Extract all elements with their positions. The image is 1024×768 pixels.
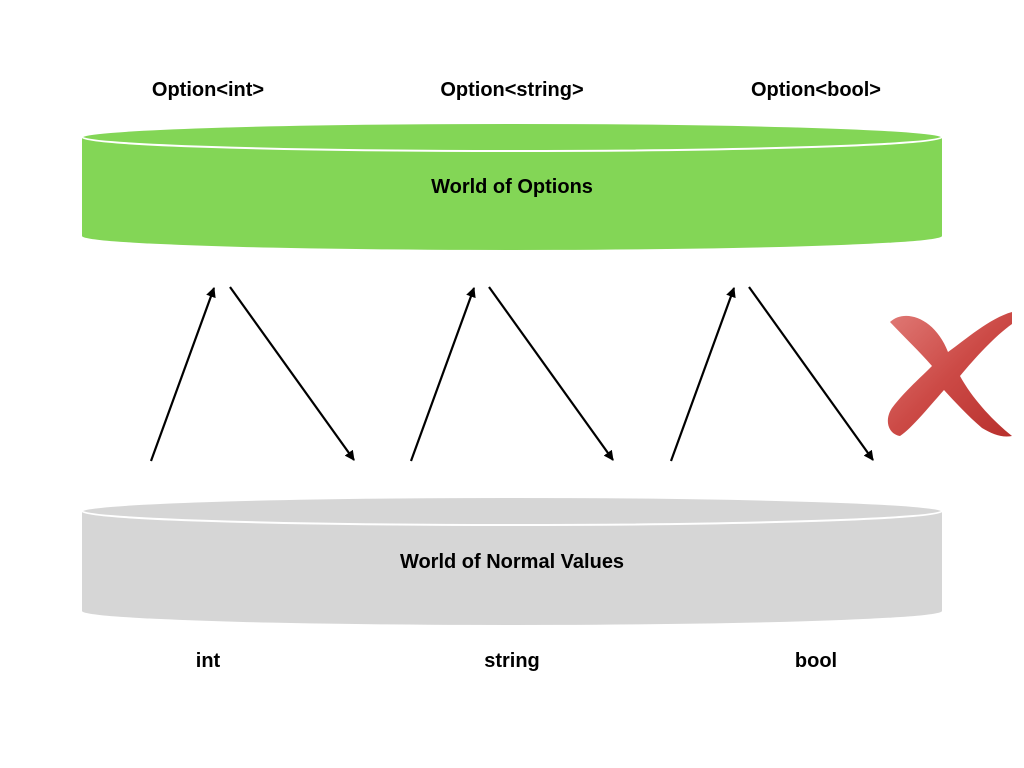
normal-world-label: World of Normal Values (399, 551, 625, 573)
bottom-label-bool: bool (794, 650, 838, 672)
options-world-cylinder (81, 122, 943, 250)
top-label-option-int: Option<int> (151, 79, 265, 101)
top-label-option-bool: Option<bool> (751, 79, 881, 101)
arrows (149, 286, 874, 462)
normal-world-cylinder (81, 496, 943, 625)
options-cylinder-body (82, 137, 942, 250)
options-cylinder-top (81, 122, 943, 152)
normal-cylinder-body (82, 511, 942, 625)
normal-cylinder-top (81, 496, 943, 526)
bottom-label-string: string (484, 650, 540, 672)
bottom-label-int: int (195, 650, 221, 672)
options-world-label: World of Options (431, 176, 593, 198)
arrow-down-string (488, 286, 614, 461)
arrow-down-int (229, 286, 355, 461)
arrow-up-int (149, 287, 216, 462)
arrow-up-string (409, 287, 476, 462)
arrow-down-bool (748, 286, 874, 461)
top-label-option-string: Option<string> (440, 79, 584, 101)
arrow-up-bool (669, 287, 736, 462)
red-x-icon (887, 312, 1012, 437)
